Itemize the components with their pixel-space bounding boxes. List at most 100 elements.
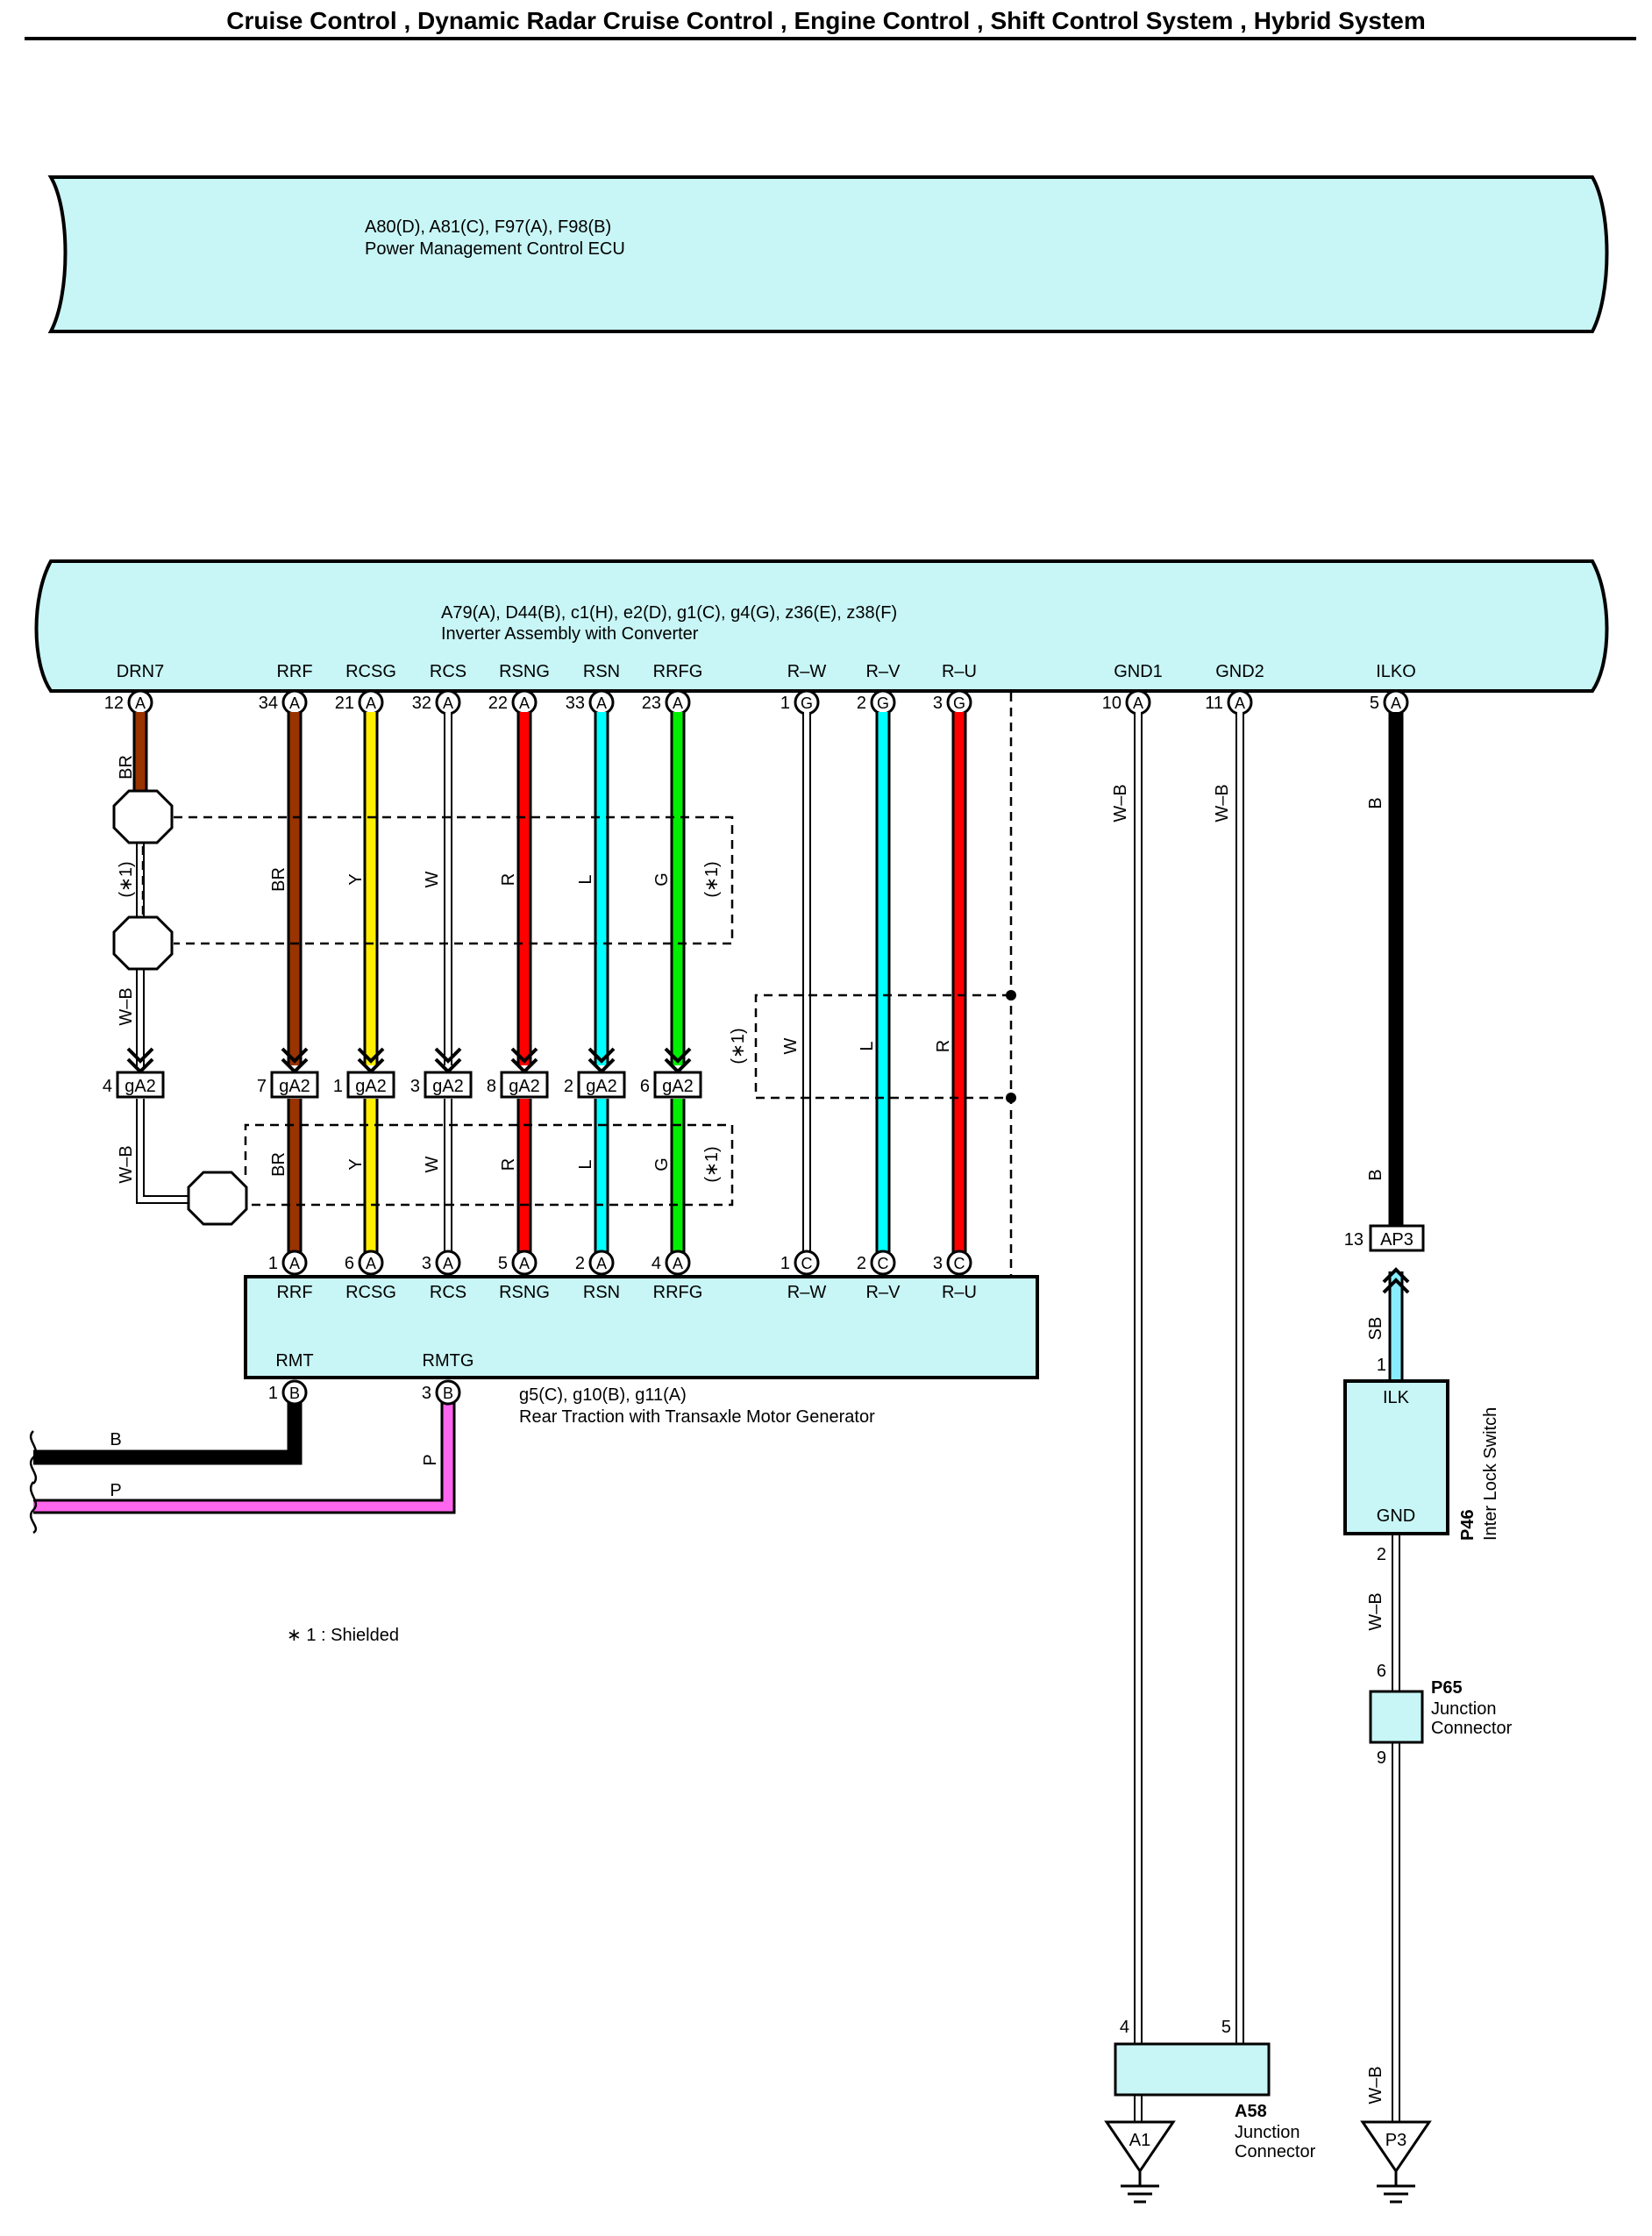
inverter-terminal-label: RSNG: [499, 662, 550, 681]
terminal-pin-number: 22: [488, 694, 508, 713]
shield-mark-lower-right: (∗1): [702, 1146, 722, 1182]
terminal-connector-letter: A: [1133, 694, 1143, 712]
terminal-pin-number: 4: [652, 1254, 661, 1273]
wire-label: R: [934, 1040, 953, 1052]
interlock-name: Inter Lock Switch: [1481, 1407, 1500, 1541]
mg-terminal-label: RRF: [276, 1283, 312, 1302]
terminal-pin-number: 3: [422, 1254, 431, 1273]
mg-terminal-label: RCSG: [345, 1283, 396, 1302]
terminal-circle: [511, 1250, 538, 1276]
terminal-connector-letter: A: [443, 694, 453, 712]
ga2-pin: 2: [564, 1077, 573, 1096]
terminal-pin-number: 1: [268, 1254, 278, 1273]
terminal-connector-letter: A: [1235, 694, 1245, 712]
inverter-terminal-label: R–V: [866, 662, 901, 681]
ga2-name: gA2: [509, 1077, 540, 1096]
wire-label: R: [499, 1158, 518, 1171]
interlock-term-ilk: ILK: [1383, 1388, 1410, 1407]
mg-terminal-label: RSNG: [499, 1283, 550, 1302]
wire-rmt-b: [33, 1394, 300, 1463]
terminal-connector-letter: A: [596, 1255, 607, 1272]
wire-label: W–B: [1366, 1592, 1385, 1630]
pmc-ecu-component: A80(D), A81(C), F97(A), F98(B) Power Man…: [47, 175, 1609, 333]
motor-generator-terminals: A1RRFA6RCSGA3RCSA5RSNGA2RSNA4RRFGC1R–WC2…: [268, 1250, 977, 1406]
terminal-pin-number: 23: [642, 694, 661, 713]
terminal-connector-letter: A: [289, 1255, 300, 1272]
inverter-terminals: DRN7A12RRFA34RCSGA21RCSA32RSNGA22RSNA33R…: [104, 662, 1416, 716]
break-mark-p: [29, 1481, 38, 1535]
ga2-pin: 3: [410, 1077, 420, 1096]
terminal-circle: [358, 1250, 384, 1276]
wire-gnd1-outline: [1134, 712, 1244, 2074]
shield-phase-junctions: [1006, 990, 1016, 1103]
footnote-shielded: ∗ 1 : Shielded: [287, 1626, 399, 1645]
title-rule: [25, 37, 1636, 40]
interlock-code: P46: [1458, 1509, 1478, 1541]
interlock-switch-body: [1343, 1379, 1449, 1535]
a58-body: [1114, 2042, 1271, 2097]
inverter-terminal-label: R–U: [942, 662, 977, 681]
ga2-pin: 4: [103, 1077, 112, 1096]
terminal-connector-letter: A: [596, 694, 607, 712]
ground-a1: A1: [1104, 2120, 1176, 2204]
ga2-pin: 7: [257, 1077, 267, 1096]
terminal-connector-letter: G: [877, 694, 889, 712]
wire-label: L: [576, 1159, 595, 1169]
shield-phase-box: [754, 993, 1011, 1100]
wire-label: BR: [269, 867, 288, 892]
terminal-pin-number: 3: [422, 1384, 431, 1403]
ga2-pin: 8: [487, 1077, 496, 1096]
terminal-connector-letter: A: [519, 1255, 530, 1272]
terminal-connector-letter: A: [366, 694, 376, 712]
wire-rmtg-p: [33, 1394, 453, 1512]
terminal-connector-letter: B: [443, 1385, 453, 1402]
ga2-name: gA2: [125, 1077, 156, 1096]
terminal-connector-letter: A: [135, 694, 146, 712]
wire-label: W–B: [117, 1145, 136, 1183]
wire-label: G: [652, 872, 672, 887]
ga2-box: [116, 1071, 165, 1099]
ground-a1-label: A1: [1129, 2131, 1150, 2150]
terminal-pin-number: 2: [575, 1254, 585, 1273]
terminal-pin-number: 10: [1102, 694, 1122, 713]
ground-p3-triangle: [1360, 2120, 1432, 2174]
terminal-connector-letter: A: [366, 1255, 376, 1272]
shield-upper-box: [174, 815, 734, 945]
inverter-terminal-label: RRFG: [653, 662, 703, 681]
junction-connector-a58: 4 5 A58 Junction Connector: [1114, 2018, 1316, 2161]
ground-p3-label: P3: [1385, 2131, 1406, 2150]
ga2-name: gA2: [432, 1077, 464, 1096]
inverter-terminal-label: ILKO: [1376, 662, 1416, 681]
wire-label: W–B: [1213, 784, 1232, 822]
wire-label: W: [781, 1037, 801, 1054]
terminal-pin-number: 2: [857, 1254, 866, 1273]
wire-label: BR: [269, 1152, 288, 1177]
wire-gnd1: [1136, 712, 1243, 2072]
ga2-box: [577, 1071, 626, 1099]
terminal-pin-number: 5: [1370, 694, 1379, 713]
terminal-pin-number: 1: [268, 1384, 278, 1403]
wire-label: BR: [117, 755, 136, 780]
mg-terminal-label: RSN: [583, 1283, 620, 1302]
terminal-pin-number: 6: [345, 1254, 354, 1273]
shield-octagon-middle: [112, 915, 174, 971]
mg-terminal-label: RCS: [430, 1283, 466, 1302]
ground-p3: P3: [1360, 2120, 1432, 2204]
wire-label: W–B: [1111, 784, 1130, 822]
wire-label: W–B: [1366, 2066, 1385, 2104]
pmc-ecu-body: [47, 175, 1609, 333]
break-mark-b: [29, 1430, 38, 1485]
shield-mark-phase: (∗1): [729, 1028, 748, 1064]
wire-label: W: [423, 871, 442, 887]
wire-label: L: [858, 1041, 877, 1050]
mg-terminal-label: R–U: [942, 1283, 977, 1302]
page-title: Cruise Control , Dynamic Radar Cruise Co…: [226, 7, 1426, 34]
inverter-terminal-label: RSN: [583, 662, 620, 681]
inverter-terminal-label: GND1: [1114, 662, 1163, 681]
terminal-circle: [665, 1250, 691, 1276]
ga2-box: [346, 1071, 395, 1099]
terminal-pin-number: 11: [1205, 694, 1223, 713]
shield-group-phase: [754, 693, 1013, 1277]
terminal-pin-number: 34: [259, 694, 278, 713]
